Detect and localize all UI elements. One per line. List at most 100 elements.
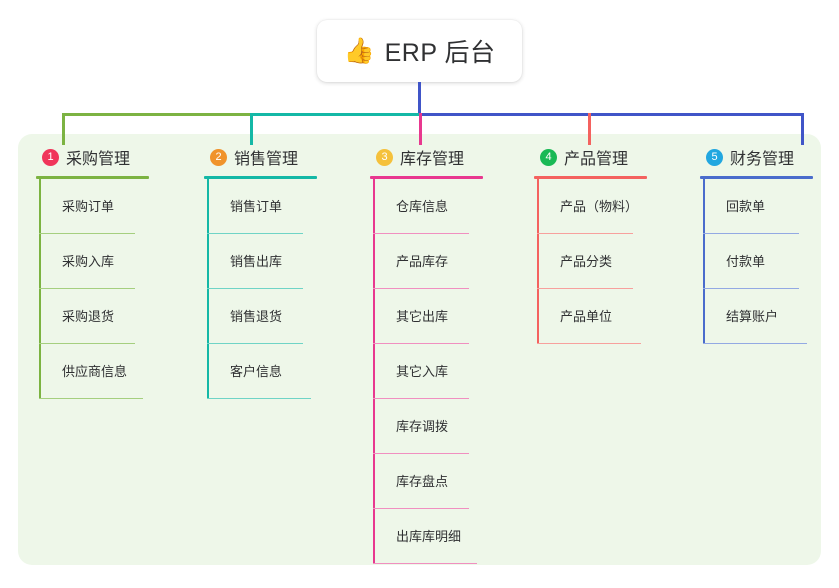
- connector-bar-green: [62, 113, 421, 116]
- connector-stub-column-1: [62, 113, 65, 145]
- branch-item-underline: [207, 232, 303, 234]
- branch-header-underline: [370, 176, 483, 179]
- diagram-background-panel: [18, 134, 821, 565]
- branch-item-list: 仓库信息产品库存其它出库其它入库库存调拨库存盘点出库库明细: [370, 179, 483, 564]
- branch-header-underline: [36, 176, 149, 179]
- branch-item-underline: [537, 232, 633, 234]
- branch-item-underline: [537, 287, 633, 289]
- branch-item-list: 回款单付款单结算账户: [700, 179, 813, 344]
- branch-item-label: 其它出库: [396, 309, 449, 324]
- branch-stem-line: [537, 179, 539, 344]
- branch-item-list: 产品（物料） 产品分类产品单位: [534, 179, 647, 344]
- branch-item[interactable]: 销售退货: [204, 289, 317, 344]
- branch-item-underline: [373, 562, 477, 564]
- branch-item-underline: [207, 342, 303, 344]
- branch-item[interactable]: 库存盘点: [370, 454, 483, 509]
- branch-item-label: 产品库存: [396, 254, 449, 269]
- branch-stem-line: [373, 179, 375, 564]
- branch-item[interactable]: 客户信息: [204, 344, 317, 399]
- branch-item[interactable]: 出库库明细: [370, 509, 483, 564]
- branch-item-underline: [207, 287, 303, 289]
- branch-item-underline: [39, 232, 135, 234]
- branch-item[interactable]: 销售出库: [204, 234, 317, 289]
- branch-item-underline: [39, 342, 135, 344]
- branch-item-underline: [373, 232, 469, 234]
- branch-item[interactable]: 采购入库: [36, 234, 149, 289]
- branch-header-label: 财务管理: [730, 151, 795, 168]
- branch-header-underline: [700, 176, 813, 179]
- branch-item-underline: [39, 397, 143, 399]
- branch-number-badge: 3: [376, 148, 393, 166]
- connector-stub-column-4: [588, 113, 591, 145]
- branch-item-label: 库存调拨: [396, 419, 449, 434]
- branch-item-label: 客户信息: [230, 364, 283, 379]
- branch-item[interactable]: 付款单: [700, 234, 813, 289]
- branch-item[interactable]: 产品分类: [534, 234, 647, 289]
- branch-item[interactable]: 产品库存: [370, 234, 483, 289]
- branch-item[interactable]: 供应商信息: [36, 344, 149, 399]
- branch-item-list: 销售订单销售出库销售退货客户信息: [204, 179, 317, 399]
- root-node-card[interactable]: 👍 ERP 后台: [317, 20, 522, 82]
- branch-item-label: 出库库明细: [396, 529, 462, 544]
- branch-item-label: 其它入库: [396, 364, 449, 379]
- branch-item-underline: [373, 452, 469, 454]
- root-node-title: ERP 后台: [384, 39, 496, 67]
- branch-item[interactable]: 其它入库: [370, 344, 483, 399]
- branch-item-underline: [373, 287, 469, 289]
- branch-item-label: 回款单: [726, 199, 766, 214]
- connector-stub-column-2: [250, 113, 253, 145]
- branch-item-list: 采购订单采购入库采购退货供应商信息: [36, 179, 149, 399]
- branch-item-label: 采购订单: [62, 199, 115, 214]
- branch-item-label: 产品单位: [560, 309, 613, 324]
- branch-item[interactable]: 结算账户: [700, 289, 813, 344]
- branch-item-underline: [703, 342, 807, 344]
- branch-stem-line: [39, 179, 41, 399]
- branch-item-underline: [207, 397, 311, 399]
- branch-number-badge: 2: [210, 148, 227, 166]
- branch-item-label: 仓库信息: [396, 199, 449, 214]
- branch-item[interactable]: 库存调拨: [370, 399, 483, 454]
- branch-header-label: 产品管理: [564, 151, 629, 168]
- branch-item-label: 供应商信息: [62, 364, 128, 379]
- branch-item-label: 销售出库: [230, 254, 283, 269]
- branch-item[interactable]: 采购退货: [36, 289, 149, 344]
- branch-item-label: 销售订单: [230, 199, 283, 214]
- branch-item-label: 产品分类: [560, 254, 613, 269]
- branch-item[interactable]: 仓库信息: [370, 179, 483, 234]
- branch-header-label: 采购管理: [66, 151, 131, 168]
- branch-header-underline: [204, 176, 317, 179]
- branch-item-label: 库存盘点: [396, 474, 449, 489]
- branch-item[interactable]: 产品（物料）: [534, 179, 647, 234]
- branch-item[interactable]: 其它出库: [370, 289, 483, 344]
- connector-stub-column-5: [801, 113, 804, 145]
- branch-item-label: 销售退货: [230, 309, 283, 324]
- branch-item[interactable]: 回款单: [700, 179, 813, 234]
- branch-item[interactable]: 采购订单: [36, 179, 149, 234]
- branch-stem-line: [703, 179, 705, 344]
- branch-item-label: 采购退货: [62, 309, 115, 324]
- connector-stub-column-3: [419, 113, 422, 145]
- connector-bar-blue: [419, 113, 804, 116]
- branch-item-underline: [373, 397, 469, 399]
- thumbs-up-emoji: 👍: [343, 36, 375, 65]
- branch-item[interactable]: 产品单位: [534, 289, 647, 344]
- branch-item-label: 结算账户: [726, 309, 779, 324]
- branch-item-underline: [703, 232, 799, 234]
- connector-trunk-vertical: [418, 82, 421, 116]
- branch-stem-line: [207, 179, 209, 399]
- branch-item[interactable]: 销售订单: [204, 179, 317, 234]
- connector-bar-teal: [250, 113, 422, 116]
- branch-item-underline: [373, 507, 469, 509]
- branch-item-label: 付款单: [726, 254, 766, 269]
